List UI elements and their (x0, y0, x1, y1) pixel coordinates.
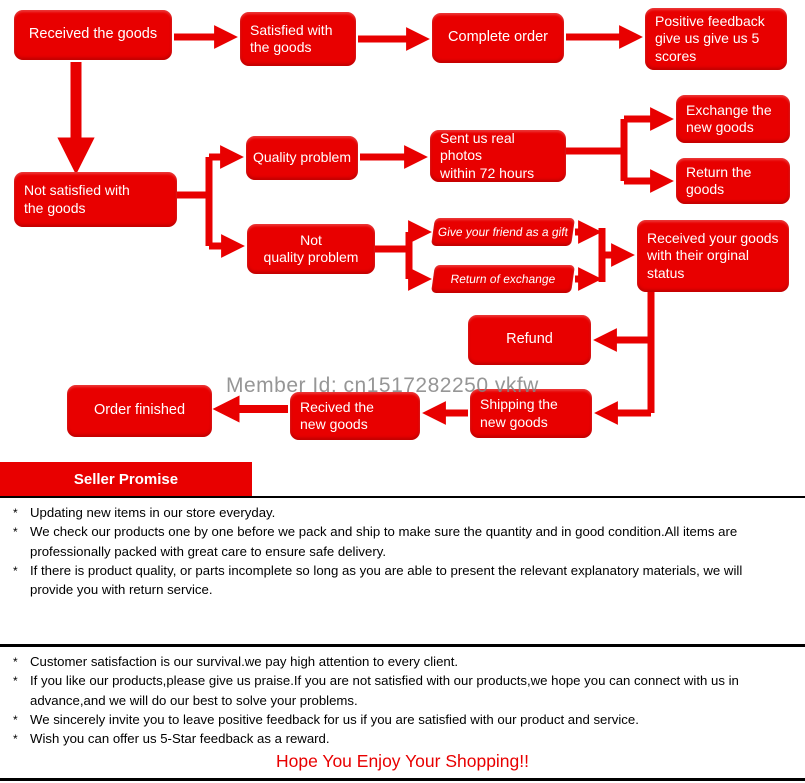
flow-node-gift: Give your friend as a gift (431, 218, 575, 246)
flowchart: Received the goods Satisfied with the go… (14, 8, 790, 440)
flow-node-complete-order: Complete order (432, 13, 564, 63)
promise-item: * We sincerely invite you to leave posit… (13, 710, 787, 729)
flow-node-recived-new-goods: Recived the new goods (290, 392, 420, 440)
flow-node-return-of-exchange: Return of exchange (431, 265, 575, 293)
promise-item: * If there is product quality, or parts … (13, 561, 787, 599)
bullet-marker: * (13, 525, 18, 540)
promise-item: * If you like our products,please give u… (13, 671, 787, 709)
promise-item-text: Customer satisfaction is our survival.we… (30, 654, 459, 669)
watermark: Member Id: cn1517282250 vkfw (226, 374, 539, 397)
seller-promise-title: Seller Promise (0, 462, 252, 496)
promise-list-bottom: * Customer satisfaction is our survival.… (0, 647, 805, 748)
promise-item: * Wish you can offer us 5-Star feedback … (13, 729, 787, 748)
promise-item-text: Wish you can offer us 5-Star feedback as… (30, 731, 330, 747)
flow-node-shipping-new-goods: Shipping the new goods (470, 389, 592, 438)
seller-promise-header-row: Seller Promise (0, 462, 805, 498)
section-divider (0, 644, 805, 647)
flow-node-return-goods: Return the goods (676, 158, 790, 204)
promise-item: * We check our products one by one befor… (13, 522, 787, 560)
bullet-marker: * (13, 506, 18, 520)
flow-node-order-finished: Order finished (67, 385, 212, 437)
flow-node-received-goods: Received the goods (14, 10, 172, 60)
bullet-marker: * (13, 732, 18, 747)
flow-node-received-original-status: Received your goods with their orginal s… (637, 220, 789, 292)
promise-item-text: Updating new items in our store everyday… (30, 505, 276, 520)
bottom-rule (0, 778, 805, 782)
promise-item-text: If there is product quality, or parts in… (30, 562, 743, 597)
bullet-marker: * (13, 712, 18, 727)
flow-node-exchange-goods: Exchange the new goods (676, 95, 790, 143)
flow-node-not-satisfied: Not satisfied with the goods (14, 172, 177, 227)
promise-item-text: We check our products one by one before … (30, 524, 738, 559)
promise-item: * Updating new items in our store everyd… (13, 503, 787, 522)
flow-node-quality-problem: Quality problem (246, 136, 358, 180)
promise-item: * Customer satisfaction is our survival.… (13, 652, 787, 671)
flow-arrows (57, 25, 674, 425)
seller-promise-section: Seller Promise * Updating new items in o… (0, 462, 805, 782)
flow-node-satisfied: Satisfied with the goods (240, 12, 356, 66)
bullet-marker: * (13, 563, 18, 578)
bullet-marker: * (13, 655, 18, 669)
promise-list-top: * Updating new items in our store everyd… (0, 498, 805, 644)
promise-item-text: If you like our products,please give us … (30, 673, 739, 708)
flow-node-not-quality-problem: Not quality problem (247, 224, 375, 274)
flow-node-positive-feedback: Positive feedback give us give us 5 scor… (645, 8, 787, 70)
bullet-marker: * (13, 674, 18, 689)
flow-node-sent-photos: Sent us real photos within 72 hours (430, 130, 566, 182)
footer-message: Hope You Enjoy Your Shopping!! (276, 751, 529, 772)
promise-item-text: We sincerely invite you to leave positiv… (30, 711, 639, 727)
flow-node-refund: Refund (468, 315, 591, 365)
